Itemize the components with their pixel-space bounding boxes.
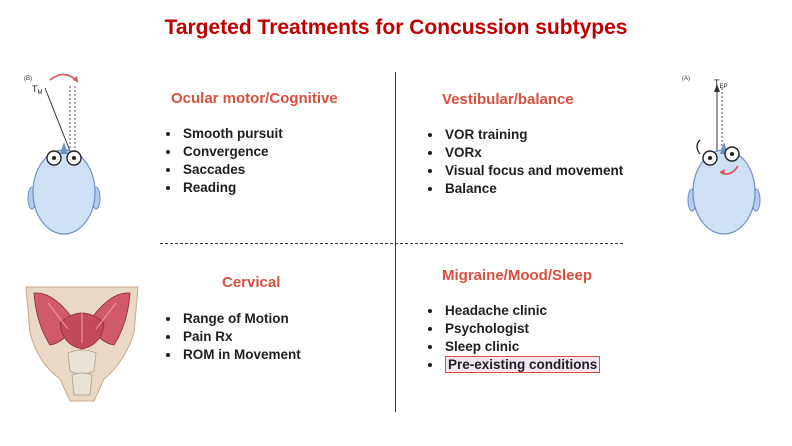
arrow-head-icon — [73, 76, 78, 82]
highlighted-item: Pre-existing conditions — [445, 356, 601, 373]
list-item: Headache clinic — [443, 302, 600, 320]
list-item: ROM in Movement — [181, 346, 301, 364]
rotation-arrow-icon — [49, 73, 79, 83]
head-outline — [32, 149, 96, 235]
list-item: Range of Motion — [181, 310, 301, 328]
vestibular-heading: Vestibular/balance — [442, 91, 574, 108]
list-item: Pain Rx — [181, 328, 301, 346]
vertebra-icon — [67, 349, 97, 375]
list-item: Reading — [181, 179, 283, 197]
list-item: Convergence — [181, 143, 283, 161]
head-diagram-left: (B) TM — [24, 73, 101, 235]
arrow-head-icon — [714, 84, 720, 92]
ocular-motor-heading: Ocular motor/Cognitive — [171, 90, 338, 107]
vestibular-list: VOR training VORx Visual focus and movem… — [425, 126, 623, 198]
vector-line — [44, 87, 71, 152]
cervical-muscles-illustration — [25, 286, 139, 402]
list-item: Psychologist — [443, 320, 600, 338]
list-item: Pre-existing conditions — [443, 356, 601, 374]
vector-label: TM — [32, 84, 43, 96]
migraine-heading: Migraine/Mood/Sleep — [442, 267, 593, 284]
list-item: Balance — [443, 180, 623, 198]
pupil-icon — [72, 156, 76, 160]
vertical-divider — [395, 72, 396, 412]
list-item: Smooth pursuit — [181, 125, 283, 143]
slide-title: Targeted Treatments for Concussion subty… — [164, 16, 628, 39]
vertebra-icon — [71, 372, 93, 396]
list-item: Sleep clinic — [443, 338, 600, 356]
horizontal-divider — [160, 243, 623, 244]
panel-label: (B) — [24, 76, 32, 82]
rotation-arrow-icon — [696, 139, 701, 155]
head-outline — [692, 149, 756, 235]
list-item: Saccades — [181, 161, 283, 179]
migraine-list: Headache clinic Psychologist Sleep clini… — [425, 302, 601, 374]
pupil-icon — [708, 156, 712, 160]
cervical-heading: Cervical — [222, 274, 281, 291]
pupil-icon — [730, 152, 734, 156]
ocular-motor-list: Smooth pursuit Convergence Saccades Read… — [163, 125, 283, 197]
pupil-icon — [52, 156, 56, 160]
muscle-fiber-lines — [47, 302, 117, 343]
list-item: VOR training — [443, 126, 623, 144]
head-diagram-right: (A) TEP — [682, 76, 761, 235]
panel-label: (A) — [682, 76, 690, 82]
cervical-list: Range of Motion Pain Rx ROM in Movement — [163, 310, 301, 364]
arrow-head-icon — [720, 169, 725, 175]
list-item: VORx — [443, 144, 623, 162]
nose-icon — [60, 142, 68, 154]
vector-label: TEP — [714, 78, 728, 90]
list-item: Visual focus and movement — [443, 162, 623, 180]
